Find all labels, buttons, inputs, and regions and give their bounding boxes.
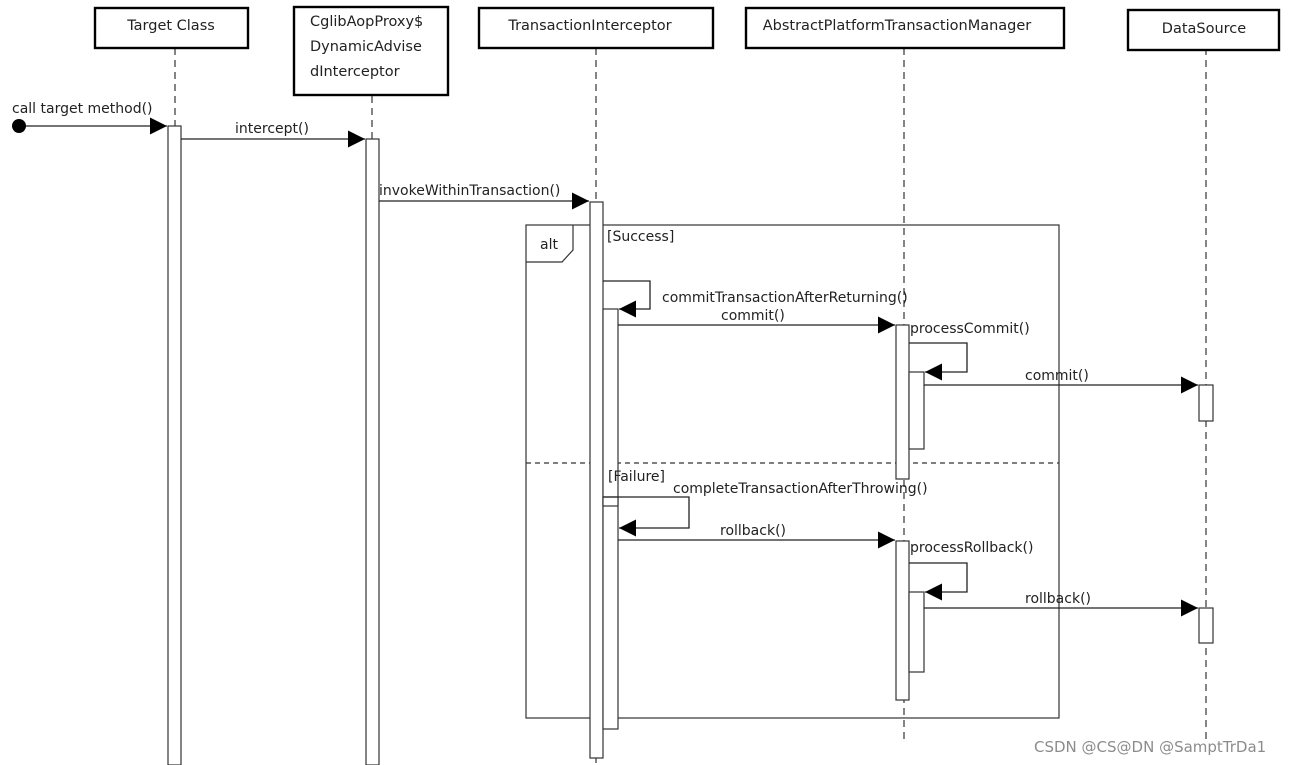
activation-target-class [167, 125, 182, 765]
activation-transaction-interceptor-nested [602, 308, 619, 730]
activation-datasource-rollback [1198, 607, 1214, 644]
activation-datasource-commit [1198, 384, 1214, 422]
participant-label-line-1: CglibAopProxy$ [310, 14, 423, 30]
participant-transaction-interceptor: TransactionInterceptor [477, 6, 715, 50]
alt-guard-failure: [Failure] [608, 469, 665, 485]
activation-transaction-interceptor-nested-small [602, 496, 619, 507]
message-process-commit-arrow [909, 342, 968, 381]
participant-label: TransactionInterceptor [507, 18, 671, 34]
activation-tm-process-rollback [908, 591, 925, 673]
alt-fragment: alt [525, 224, 1060, 719]
found-message-dot [12, 119, 26, 133]
message-intercept-label: intercept() [235, 121, 309, 137]
alt-operator-label: alt [540, 237, 558, 253]
activation-cglib-proxy [365, 138, 380, 765]
message-process-rollback-arrow [909, 562, 968, 601]
participant-label-line-2: DynamicAdvise [310, 39, 422, 55]
message-rollback-ds-label: rollback() [1025, 591, 1091, 607]
participant-label-line-3: dInterceptor [310, 64, 400, 80]
message-complete-after-throwing-label: completeTransactionAfterThrowing() [673, 481, 928, 497]
activation-tm-commit [895, 324, 910, 480]
participant-label: Target Class [126, 18, 215, 34]
message-invoke-within-transaction-label: invokeWithinTransaction() [379, 183, 560, 199]
alt-fragment-tab [526, 225, 574, 263]
message-commit-tm-label: commit() [721, 308, 785, 324]
message-commit-ds-label: commit() [1025, 368, 1089, 384]
participant-datasource: DataSource [1126, 8, 1281, 52]
participant-cglib-proxy: CglibAopProxy$ DynamicAdvise dIntercepto… [292, 5, 450, 97]
participant-transaction-manager: AbstractPlatformTransactionManager [744, 6, 1066, 50]
message-commit-after-returning-label: commitTransactionAfterReturning() [662, 290, 908, 306]
message-process-commit-label: processCommit() [910, 321, 1030, 337]
message-complete-after-throwing-arrow [603, 496, 690, 537]
watermark: CSDN @CS@DN @SamptTrDa1 [1034, 738, 1266, 756]
activation-tm-rollback [895, 540, 910, 701]
alt-guard-success: [Success] [607, 229, 674, 245]
message-rollback-tm-label: rollback() [720, 523, 786, 539]
participant-label: AbstractPlatformTransactionManager [763, 18, 1032, 34]
activation-tm-process-commit [908, 371, 925, 450]
participant-target-class: Target Class [93, 6, 250, 50]
participant-label: DataSource [1162, 21, 1247, 37]
message-commit-after-returning-arrow [603, 280, 651, 318]
message-call-target-method-label: call target method() [12, 101, 153, 117]
activation-transaction-interceptor [589, 201, 604, 759]
message-process-rollback-label: processRollback() [910, 540, 1033, 556]
